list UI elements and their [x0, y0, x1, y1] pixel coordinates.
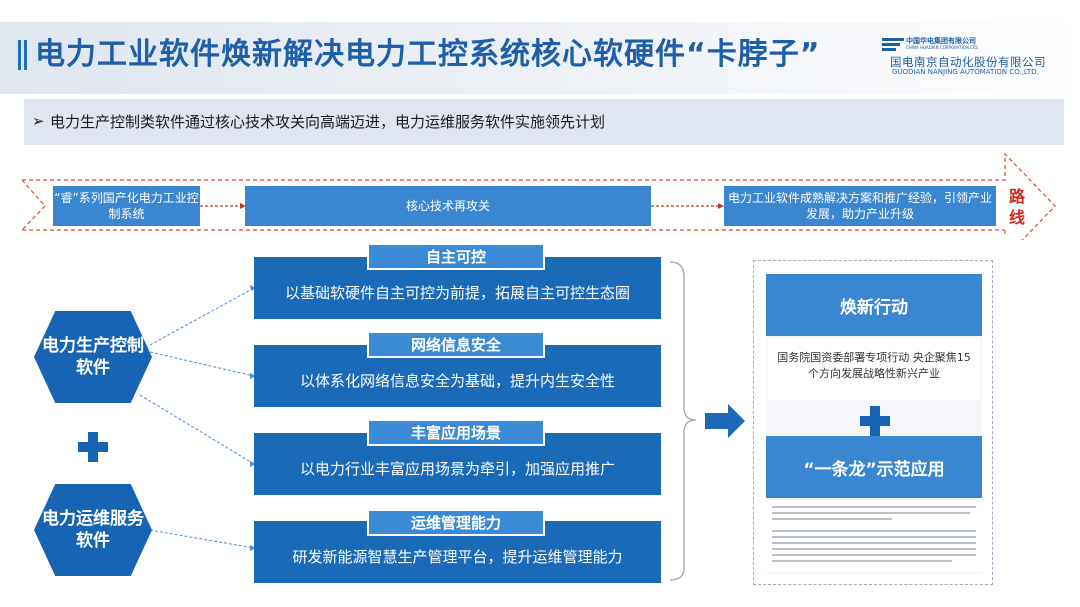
hex-power-production: 电力生产控制软件 [34, 311, 152, 403]
summary-text: 电力生产控制类软件通过核心技术攻关向高端迈进，电力运维服务软件实施领先计划 [50, 113, 606, 131]
logo-company-cn: 国电南京自动化股份有限公司 [890, 55, 1046, 69]
hex-power-operation: 电力运维服务软件 [34, 484, 152, 576]
roadmap-end: 电力工业软件成熟解决方案和推广经验，引领产业发展，助力产业升级 [724, 186, 996, 226]
tag-autonomy: 自主可控 [367, 243, 545, 270]
tag-operation-management: 运维管理能力 [367, 509, 545, 536]
summary-banner: ➢ 电力生产控制类软件通过核心技术攻关向高端迈进，电力运维服务软件实施领先计划 [24, 99, 1064, 145]
tag-network-security: 网络信息安全 [367, 331, 545, 358]
logo-group-cn: 中国华电集团有限公司 [906, 37, 976, 45]
logo-mark-icon [882, 38, 904, 52]
block-text: 研发新能源智慧生产管理平台，提升运维管理能力 [292, 547, 623, 566]
roadmap-middle: 核心技术再攻关 [245, 186, 651, 226]
company-logo: 中国华电集团有限公司 CHINA HUADIAN CORPORATION LTD… [882, 36, 1072, 78]
logo-company-en: GUODIAN NANJING AUTOMATION CO.,LTD. [892, 68, 1039, 76]
logo-group-en: CHINA HUADIAN CORPORATION LTD. [906, 45, 979, 50]
block-text: 以基础软硬件自主可控为前提，拓展自主可控生态圈 [284, 283, 630, 302]
tag-scenarios: 丰富应用场景 [367, 419, 545, 446]
right-panel-frame [753, 260, 993, 585]
right-arrow-icon [705, 404, 745, 438]
document-thumbnail [766, 500, 982, 572]
page-title: 电力工业软件焕新解决电力工控系统核心软硬件“卡脖子” [35, 37, 821, 72]
header-band [0, 22, 1080, 94]
roadmap-label: 路线 [1008, 187, 1025, 227]
panel-note: 国务院国资委部署专项行动 央企聚焦15个方向发展战略性新兴产业 [768, 338, 980, 400]
title-marker [18, 40, 27, 70]
plus-icon [860, 406, 890, 436]
roadmap-start: “睿”系列国产化电力工业控制系统 [53, 186, 200, 226]
panel-head-renewal: 焕新行动 [766, 274, 982, 336]
panel-head-demonstration: “一条龙”示范应用 [766, 436, 982, 498]
bullet-arrow-icon: ➢ [32, 112, 45, 130]
roadmap-arrow [21, 152, 1056, 240]
plus-icon [78, 432, 108, 462]
block-text: 以电力行业丰富应用场景为牵引，加强应用推广 [299, 459, 615, 478]
block-text: 以体系化网络信息安全为基础，提升内生安全性 [299, 371, 615, 390]
